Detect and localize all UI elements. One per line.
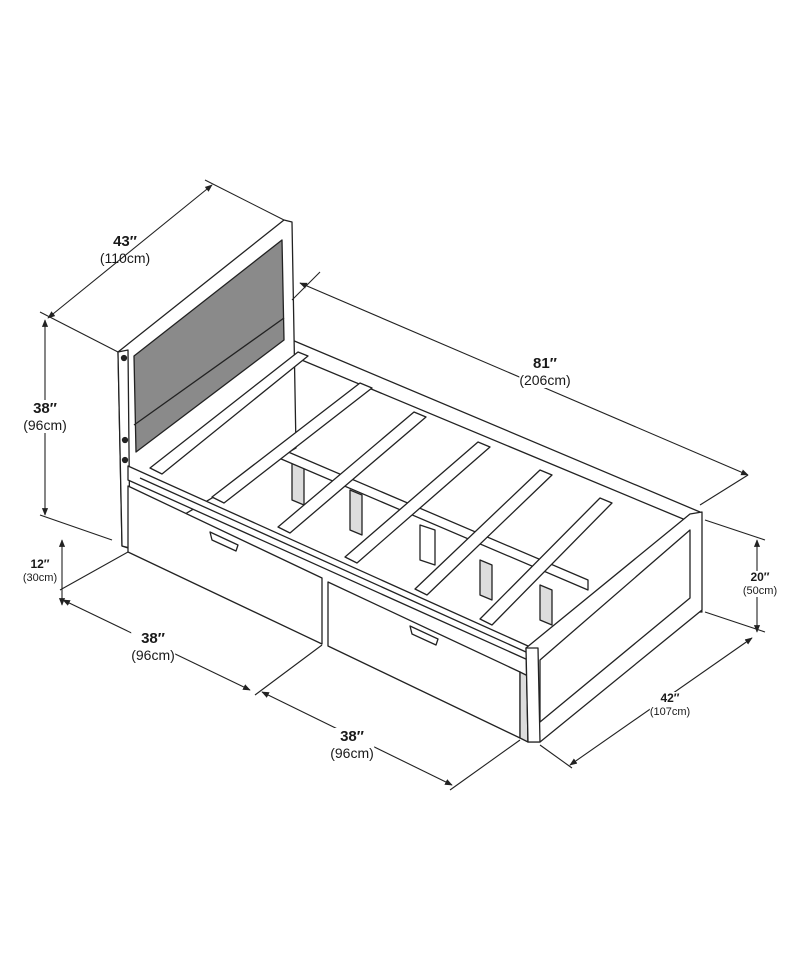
inches: 38″	[33, 400, 57, 417]
headboard-width-label: 43″ (110cm)	[100, 233, 150, 266]
inches: 12″	[30, 557, 50, 571]
cm: (30cm)	[22, 571, 58, 584]
drawer-clearance-label: 12″ (30cm)	[22, 557, 58, 585]
inches: 20″	[750, 570, 770, 584]
drawer-one	[127, 485, 323, 645]
inches: 43″	[113, 233, 137, 250]
drawer-two-length-label: 38″ (96cm)	[330, 728, 374, 762]
footboard-width-label: 42″ (107cm)	[649, 691, 691, 719]
cm: (206cm)	[519, 372, 571, 389]
headboard-height-label: 38″ (96cm)	[23, 400, 67, 434]
cm: (107cm)	[649, 705, 691, 718]
footboard-height-label: 20″ (50cm)	[742, 570, 778, 598]
cm: (110cm)	[99, 250, 151, 267]
inches: 81″	[533, 355, 557, 372]
drawer-one-length-label: 38″ (96cm)	[131, 630, 175, 664]
cm: (50cm)	[742, 584, 778, 597]
footboard-left-post	[525, 647, 541, 743]
inches: 38″	[340, 728, 364, 745]
inches: 38″	[141, 630, 165, 647]
cm: (96cm)	[23, 417, 67, 434]
inches: 42″	[660, 691, 680, 705]
cm: (96cm)	[131, 647, 175, 664]
cm: (96cm)	[330, 745, 374, 762]
bed-length-label: 81″ (206cm)	[519, 355, 571, 389]
